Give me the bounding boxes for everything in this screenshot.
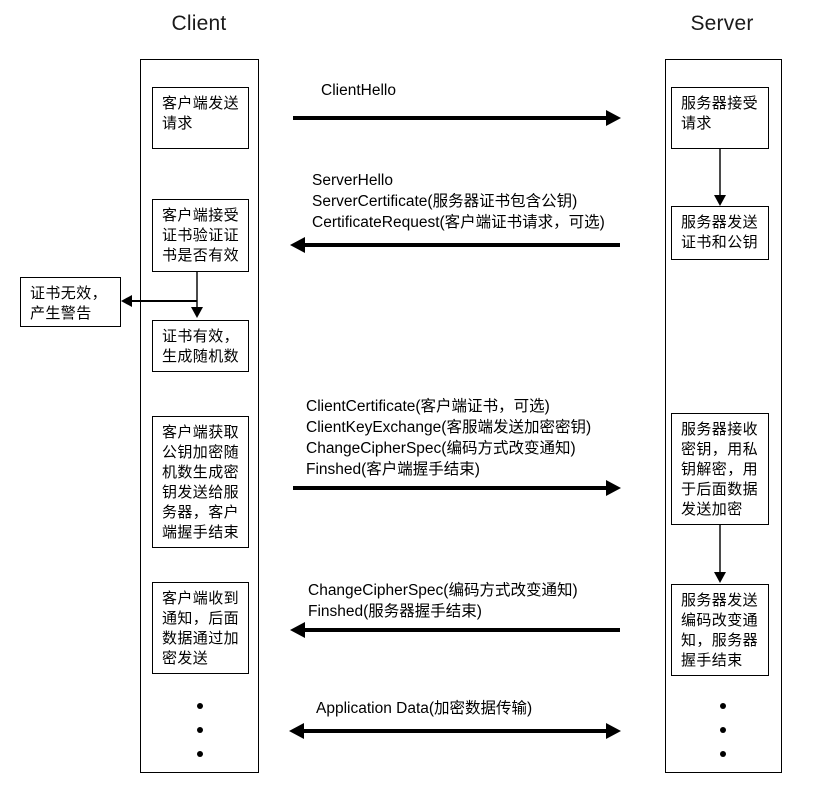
message-label-application-data: Application Data(加密数据传输) <box>316 700 533 717</box>
message-arrow-server-hello-group <box>305 243 620 247</box>
message-arrow-server-changecipher-group <box>305 628 620 632</box>
message-arrow-client-key-exchange-group <box>293 486 608 490</box>
message-label-client-key-exchange-group: ClientCertificate(客户端证书，可选) ClientKeyExc… <box>306 398 592 478</box>
message-arrow-head-application-data-right-icon <box>606 723 621 739</box>
connector-verify-to-valid <box>196 272 198 309</box>
message-label-server-changecipher-group: ChangeCipherSpec(编码方式改变通知) Finshed(服务器握手… <box>308 582 578 620</box>
server-lifeline-continuation-dots <box>719 703 727 757</box>
message-arrow-head-application-data-left-icon <box>289 723 304 739</box>
message-arrow-head-server-hello-group-icon <box>290 237 305 253</box>
node-server-accept-request: 服务器接受 请求 <box>671 87 769 149</box>
message-label-server-hello-group: ServerHello ServerCertificate(服务器证书包含公钥)… <box>312 172 605 231</box>
message-arrow-client-hello <box>293 116 608 120</box>
connector-receive-key-to-changecipher <box>719 525 721 575</box>
node-server-send-changecipher: 服务器发送 编码改变通 知，服务器 握手结束 <box>671 584 769 676</box>
node-server-send-certificate: 服务器发送 证书和公钥 <box>671 206 769 260</box>
lifeline-server <box>665 59 782 773</box>
branch-arrow-left-icon <box>121 295 132 307</box>
node-certificate-invalid-alert: 证书无效， 产生警告 <box>20 277 121 327</box>
message-arrow-head-client-hello-icon <box>606 110 621 126</box>
message-arrow-head-client-key-exchange-group-icon <box>606 480 621 496</box>
node-client-encrypt-key: 客户端获取 公钥加密随 机数生成密 钥发送给服 务器，客户 端握手结束 <box>152 416 249 548</box>
branch-line-to-invalid <box>130 300 197 302</box>
message-arrow-application-data <box>303 729 608 733</box>
node-client-receive-notice: 客户端收到 通知，后面 数据通过加 密发送 <box>152 582 249 674</box>
connector-accept-to-send-cert-arrow-icon <box>714 195 726 206</box>
lane-title-client: Client <box>171 12 227 35</box>
message-label-client-hello: ClientHello <box>321 82 396 99</box>
node-client-verify-certificate: 客户端接受 证书验证证 书是否有效 <box>152 199 249 272</box>
lane-title-server: Server <box>690 12 754 35</box>
lifeline-client <box>140 59 259 773</box>
connector-verify-to-valid-arrow-icon <box>191 307 203 318</box>
message-arrow-head-server-changecipher-group-icon <box>290 622 305 638</box>
connector-accept-to-send-cert <box>719 149 721 197</box>
node-server-receive-key: 服务器接收 密钥，用私 钥解密，用 于后面数据 发送加密 <box>671 413 769 525</box>
client-lifeline-continuation-dots <box>196 703 204 757</box>
node-certificate-valid-random: 证书有效， 生成随机数 <box>152 320 249 372</box>
connector-receive-key-to-changecipher-arrow-icon <box>714 572 726 583</box>
node-client-send-request: 客户端发送 请求 <box>152 87 249 149</box>
